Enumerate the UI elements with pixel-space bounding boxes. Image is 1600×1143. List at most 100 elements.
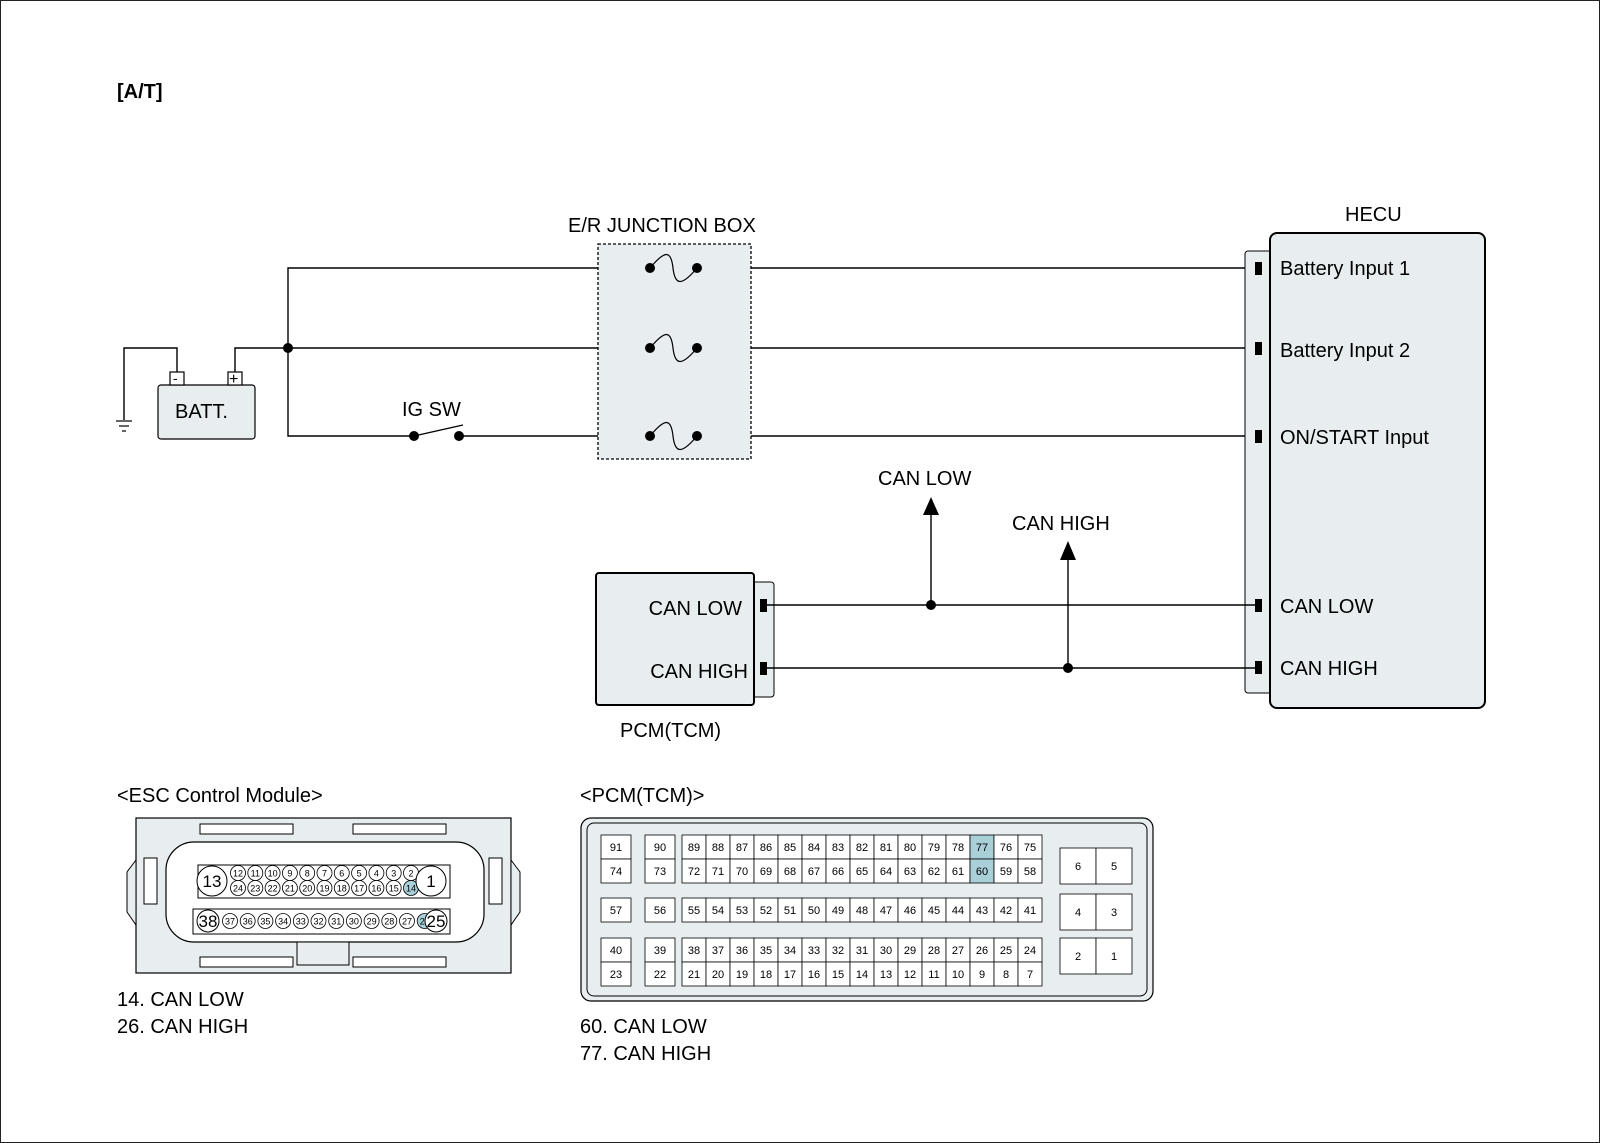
esc-pin-label: 23 [250,884,260,894]
battery-pos-label: + [229,371,238,388]
pcm-pin [600,834,632,860]
esc-pin [363,913,380,929]
pcm-pin-label: 82 [856,842,868,854]
pcm-pin-label: 26 [976,945,988,957]
esc-pin-label: 10 [268,869,278,879]
pcm-pin [945,858,971,884]
pcm-pin [969,834,995,860]
esc-pin-label: 34 [278,917,288,927]
esc-pin-large [196,909,220,933]
pcm-pin [945,834,971,860]
pcm-pin-label: 91 [610,842,622,854]
pcm-pin-label: 39 [654,945,666,957]
pcm-pin [777,897,803,923]
pcm-pin [753,858,779,884]
esc-pin-label: 1 [426,872,435,891]
esc-pin-label: 30 [349,917,359,927]
pcm-pin [825,961,851,987]
pcm-pin [993,897,1019,923]
pcm-pin-label: 40 [610,945,622,957]
pcm-pin-label: 48 [856,905,868,917]
pcm-pin [729,858,755,884]
pcm-pin [777,834,803,860]
esc-pin [328,913,345,929]
pcm-pin-label: 86 [760,842,772,854]
pcm-pin [1095,893,1133,931]
pcm-pin [801,897,827,923]
pcm-pin-label: 53 [736,905,748,917]
pcm-caption: PCM(TCM) [620,720,721,742]
esc-pin-label: 11 [251,869,260,879]
esc-pin-label: 28 [384,917,394,927]
esc-pin [222,913,238,929]
pcm-pin-label: 51 [784,905,796,917]
pcm-pin [681,858,707,884]
esc-pin-label: 5 [357,869,362,879]
esc-pin-label: 6 [339,869,344,879]
pcm-pin-label: 62 [928,866,940,878]
pcm-pin-label: 20 [712,969,724,981]
pcm-pin-label: 30 [880,945,892,957]
pcm-pin-label: 80 [904,842,916,854]
pcm-pin-label: 55 [688,905,700,917]
pcm-pin [681,834,707,860]
pcm-module: CAN LOW CAN HIGH PCM(TCM) [595,572,775,742]
pcm-pin [777,937,803,963]
pcm-pin [801,937,827,963]
pcm-pin [849,961,875,987]
arrow-up-icon [923,497,939,515]
can-wires: CAN LOW CAN HIGH [767,468,1255,673]
hecu-battery-input-2: Battery Input 2 [1280,340,1410,362]
pcm-pin [921,961,947,987]
pcm-pin-label: 52 [760,905,772,917]
esc-pin [230,880,246,896]
pcm-pin-label: 78 [952,842,964,854]
page-title: [A/T] [117,81,163,103]
pcm-pin-label: 9 [979,969,985,981]
pcm-pin [1095,937,1133,975]
esc-pin-label: 15 [389,884,399,894]
pcm-pin [1017,834,1043,860]
pcm-pin [921,897,947,923]
pcm-pin [705,834,731,860]
pcm-pin [825,858,851,884]
ground-icon [116,347,178,432]
pcm-pin-label: 4 [1075,907,1081,919]
pcm-pin-label: 59 [1000,866,1012,878]
esc-pin-label: 17 [354,884,364,894]
pcm-pin-label: 6 [1075,861,1081,873]
esc-pin [381,913,398,929]
esc-pin-large [424,909,448,933]
pcm-pin [801,961,827,987]
pcm-pin [644,897,676,923]
pcm-pin-label: 36 [736,945,748,957]
esc-pin-label: 3 [391,869,396,879]
esc-pin [281,880,298,896]
pcm-pin-label: 61 [952,866,964,878]
pcm-pin-label: 83 [832,842,844,854]
esc-pin [299,880,316,896]
esc-pin [333,880,350,896]
esc-pin-label: 8 [305,869,310,879]
pcm-can-high-label: CAN HIGH [650,661,748,683]
pcm-pin [1095,847,1133,885]
pcm-pin [681,897,707,923]
pcm-pin-label: 88 [712,842,724,854]
esc-pin-label: 38 [199,912,218,931]
esc-pin-label: 32 [313,917,323,927]
pcm-pin-label: 79 [928,842,940,854]
pcm-pin-label: 28 [928,945,940,957]
pcm-pin-label: 5 [1111,861,1117,873]
pcm-pin-label: 76 [1000,842,1012,854]
esc-pin-label: 31 [331,917,341,927]
pcm-pin [897,834,923,860]
pcm-pin [801,834,827,860]
pcm-pin [897,961,923,987]
esc-pin-label: 21 [285,884,295,894]
esc-pin [351,880,368,896]
pcm-pin-label: 69 [760,866,772,878]
pcm-pin [873,897,899,923]
fuse-icon [645,253,702,283]
pcm-pin [873,858,899,884]
pcm-pin [600,858,632,884]
